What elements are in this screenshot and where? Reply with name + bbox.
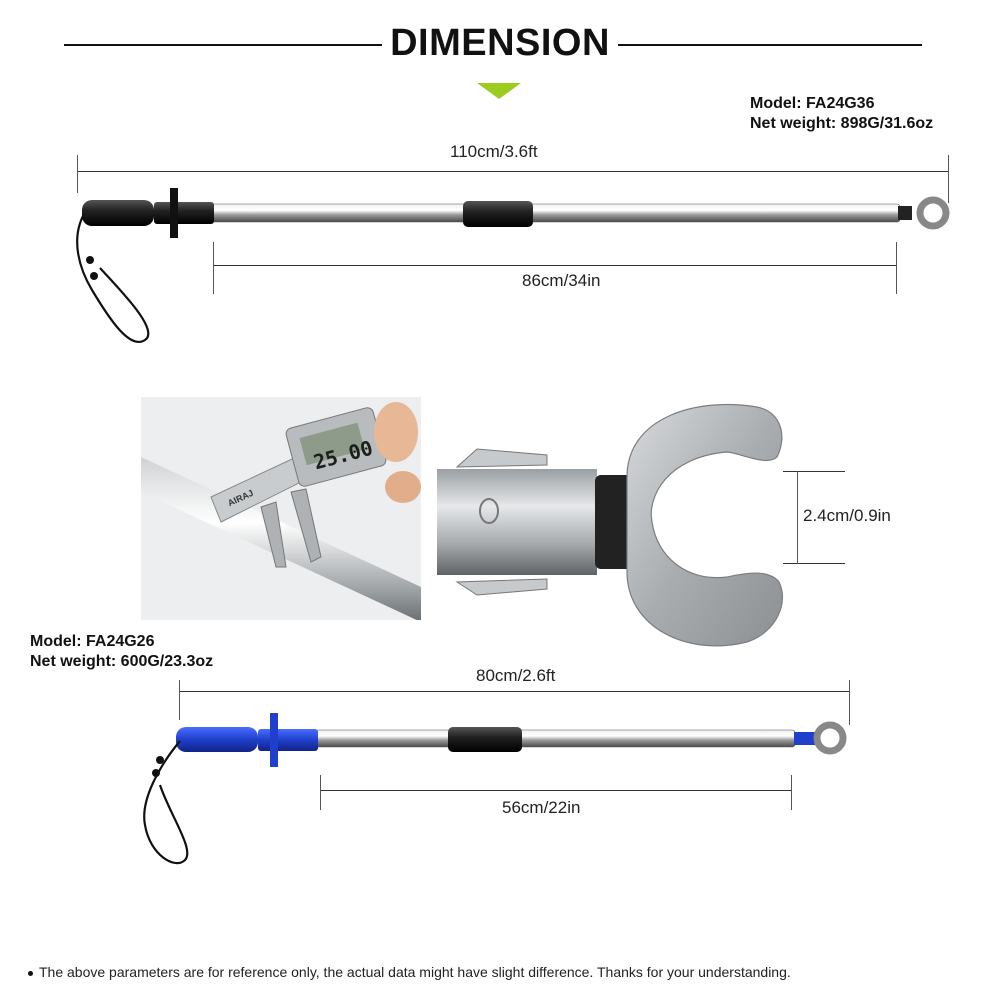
- footnote: The above parameters are for reference o…: [28, 964, 791, 980]
- large-shaft-dimension-line: [214, 265, 896, 266]
- large-total-length: 110cm/3.6ft: [450, 142, 538, 161]
- down-arrow-icon: [477, 83, 521, 99]
- footnote-text: The above parameters are for reference o…: [39, 964, 791, 980]
- caliper-photo: 25.00 AIRAJ: [141, 397, 421, 620]
- large-shaft-length: 86cm/34in: [522, 271, 601, 290]
- small-total-tick-left: [179, 680, 180, 720]
- title-rule-left: [64, 44, 390, 46]
- small-weight-label: Net weight: 600G/23.3oz: [30, 653, 214, 670]
- small-shaft-tick-left: [320, 775, 321, 810]
- small-model-info: Model: FA24G26 Net weight: 600G/23.3oz: [30, 632, 213, 672]
- small-gaff-image: [143, 713, 847, 865]
- jaw-dimension-line: [797, 471, 798, 564]
- small-shaft-tick-right: [791, 775, 792, 810]
- small-total-tick-right: [849, 680, 850, 725]
- large-total-tick-right: [948, 155, 949, 203]
- jaw-detail-image: [437, 403, 783, 647]
- jaw-opening: 2.4cm/0.9in: [803, 506, 891, 525]
- small-model-label: Model: FA24G26: [30, 633, 155, 650]
- large-total-tick-left: [77, 155, 78, 193]
- small-total-length: 80cm/2.6ft: [476, 666, 556, 685]
- large-shaft-tick-right: [896, 242, 897, 294]
- large-weight-label: Net weight: 898G/31.6oz: [750, 115, 934, 132]
- page-title: DIMENSION: [0, 22, 1000, 65]
- large-total-dimension-line: [78, 171, 948, 172]
- jaw-tick-bottom: [783, 563, 845, 564]
- small-shaft-dimension-line: [321, 790, 791, 791]
- small-shaft-length: 56cm/22in: [502, 798, 581, 817]
- large-model-label: Model: FA24G36: [750, 95, 875, 112]
- bullet-icon: [28, 970, 33, 976]
- caliper-photo-image: [141, 397, 421, 620]
- jaw-tick-top: [783, 471, 845, 472]
- small-total-dimension-line: [180, 691, 849, 692]
- title-rule-right: [616, 44, 922, 46]
- large-gaff-image: [76, 188, 950, 343]
- large-shaft-tick-left: [213, 242, 214, 294]
- large-model-info: Model: FA24G36 Net weight: 898G/31.6oz: [750, 94, 933, 134]
